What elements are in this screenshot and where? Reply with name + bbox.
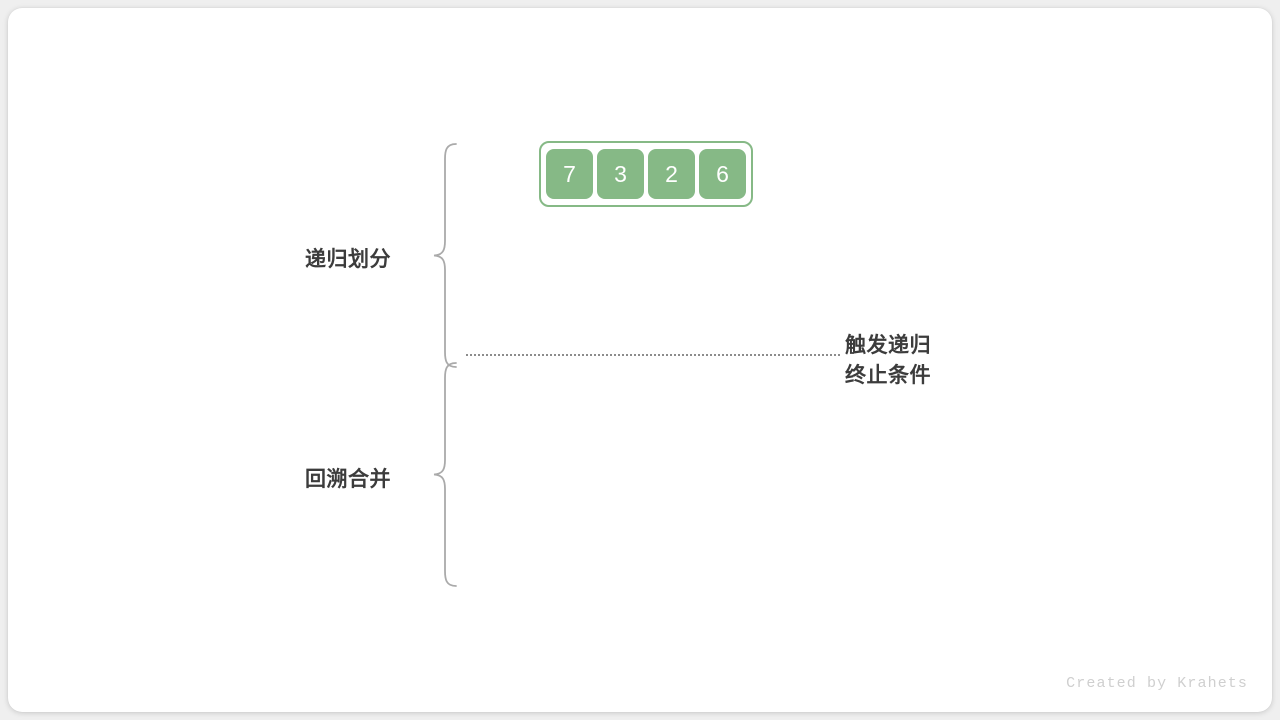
merge-phase-brace-icon: [433, 362, 457, 587]
array-cell: 7: [546, 149, 593, 199]
recursion-boundary-note: 触发递归 终止条件: [845, 331, 931, 391]
array-cell: 6: [699, 149, 746, 199]
divide-phase-brace-icon: [433, 143, 457, 368]
boundary-note-line-2: 终止条件: [845, 364, 931, 387]
phase-label-merge: 回溯合并: [305, 468, 391, 491]
array-cell: 2: [648, 149, 695, 199]
diagram-layer: 递归划分 回溯合并 触发递归 终止条件 7 3 2 6 Creat: [8, 8, 1272, 712]
recursion-boundary-dotted-line: [466, 354, 840, 358]
phase-label-divide: 递归划分: [305, 248, 391, 271]
credit-text: Created by Krahets: [1066, 675, 1248, 692]
array-outline: 7 3 2 6: [539, 141, 753, 207]
diagram-canvas-card: 递归划分 回溯合并 触发递归 终止条件 7 3 2 6 Creat: [8, 8, 1272, 712]
boundary-note-line-1: 触发递归: [845, 334, 931, 357]
array-cell: 3: [597, 149, 644, 199]
